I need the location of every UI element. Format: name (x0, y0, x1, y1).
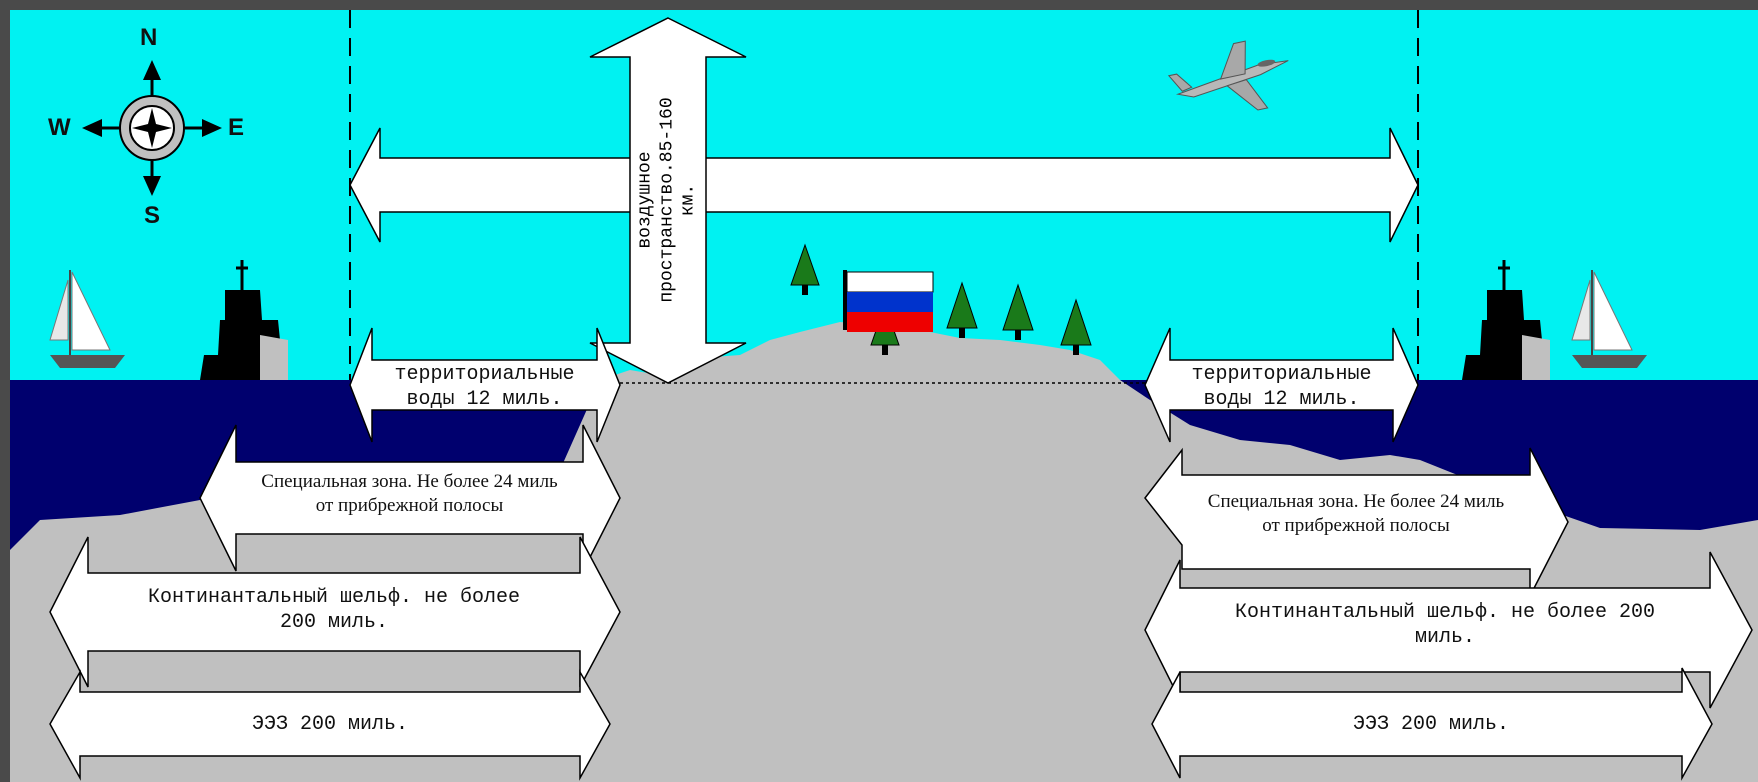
airspace-label-line1: воздушное (636, 97, 658, 302)
right-special-zone-label: Специальная зона. Не более 24 миль от пр… (1182, 490, 1530, 538)
right-special-line1: Специальная зона. Не более 24 миль (1182, 490, 1530, 514)
left-special-zone-label: Специальная зона. Не более 24 миль от пр… (236, 470, 583, 518)
compass-north-label: N (140, 24, 157, 52)
right-shelf-label: Континантальный шельф. не более 200 миль… (1180, 600, 1710, 650)
right-special-line2: от прибрежной полосы (1182, 514, 1530, 538)
left-eez-label: ЭЭЗ 200 миль. (80, 712, 580, 737)
airspace-label-line3: км. (679, 97, 701, 302)
right-territorial-line2: воды 12 миль. (1170, 387, 1393, 412)
left-shelf-line2: 200 миль. (88, 610, 580, 635)
compass-west-label: W (48, 114, 71, 142)
russian-flag-icon (843, 270, 933, 332)
island (600, 322, 1130, 782)
compass-east-label: E (228, 114, 244, 142)
right-territorial-label: территориальные воды 12 миль. (1170, 362, 1393, 412)
left-shelf-line1: Континантальный шельф. не более (88, 585, 580, 610)
compass-south-label: S (144, 202, 160, 230)
left-territorial-label: территориальные воды 12 миль. (372, 362, 597, 412)
left-shelf-label: Континантальный шельф. не более 200 миль… (88, 585, 580, 635)
right-territorial-line1: территориальные (1170, 362, 1393, 387)
right-shelf-line1: Континантальный шельф. не более 200 (1180, 600, 1710, 625)
left-territorial-line1: территориальные (372, 362, 597, 387)
left-special-line2: от прибрежной полосы (236, 494, 583, 518)
right-eez-label: ЭЭЗ 200 миль. (1180, 712, 1682, 737)
left-territorial-line2: воды 12 миль. (372, 387, 597, 412)
right-shelf-line2: миль. (1180, 625, 1710, 650)
left-special-line1: Специальная зона. Не более 24 миль (236, 470, 583, 494)
airspace-label-line2: пространство.85-160 (657, 97, 679, 302)
